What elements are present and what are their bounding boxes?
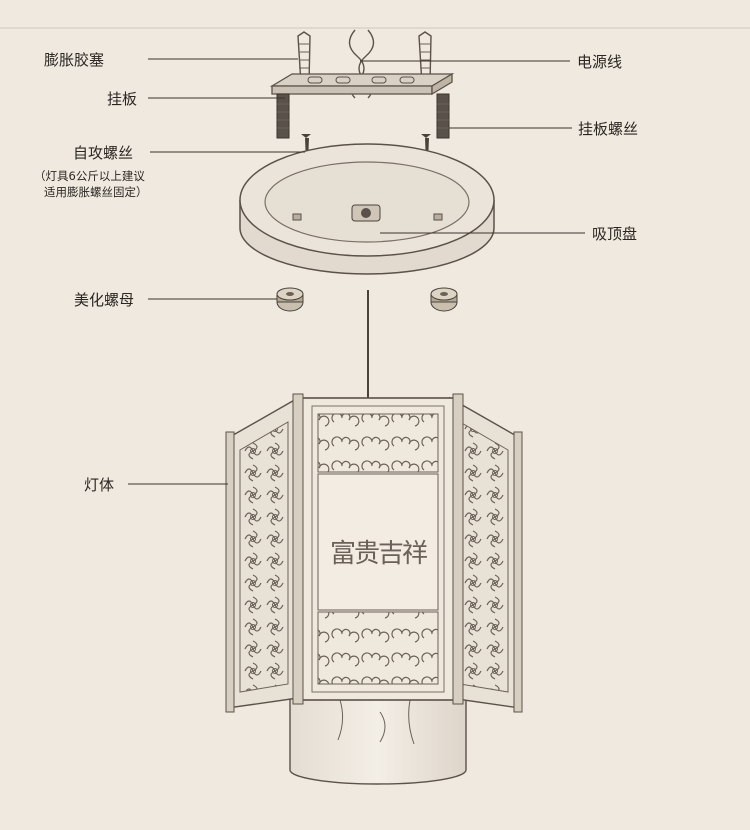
label-expansion-plug: 膨胀胶塞 [44, 51, 104, 69]
label-ceiling-canopy: 吸顶盘 [592, 225, 637, 243]
label-decorative-nut: 美化螺母 [74, 291, 134, 309]
label-self-tapping-screw: 自攻螺丝 [73, 144, 133, 162]
plate-screw-icon [436, 93, 450, 139]
label-note-line2: 适用膨胀螺丝固定） [44, 185, 148, 199]
decorative-nut-icon [276, 287, 304, 312]
label-note-line1: （灯具6公斤以上建议 [34, 169, 145, 183]
ceiling-canopy-icon [239, 143, 495, 275]
lamp-motif: 富贵吉祥 [330, 539, 427, 569]
lamp-body-icon: 富贵吉祥 [225, 393, 523, 785]
label-lamp-body: 灯体 [84, 476, 114, 494]
label-plate-screw: 挂板螺丝 [578, 120, 638, 138]
label-hanging-plate: 挂板 [107, 90, 137, 108]
decorative-nut-icon [430, 287, 458, 312]
hanging-plate-icon [269, 72, 455, 96]
plate-screw-icon [276, 93, 290, 139]
label-power-cord: 电源线 [577, 53, 622, 71]
